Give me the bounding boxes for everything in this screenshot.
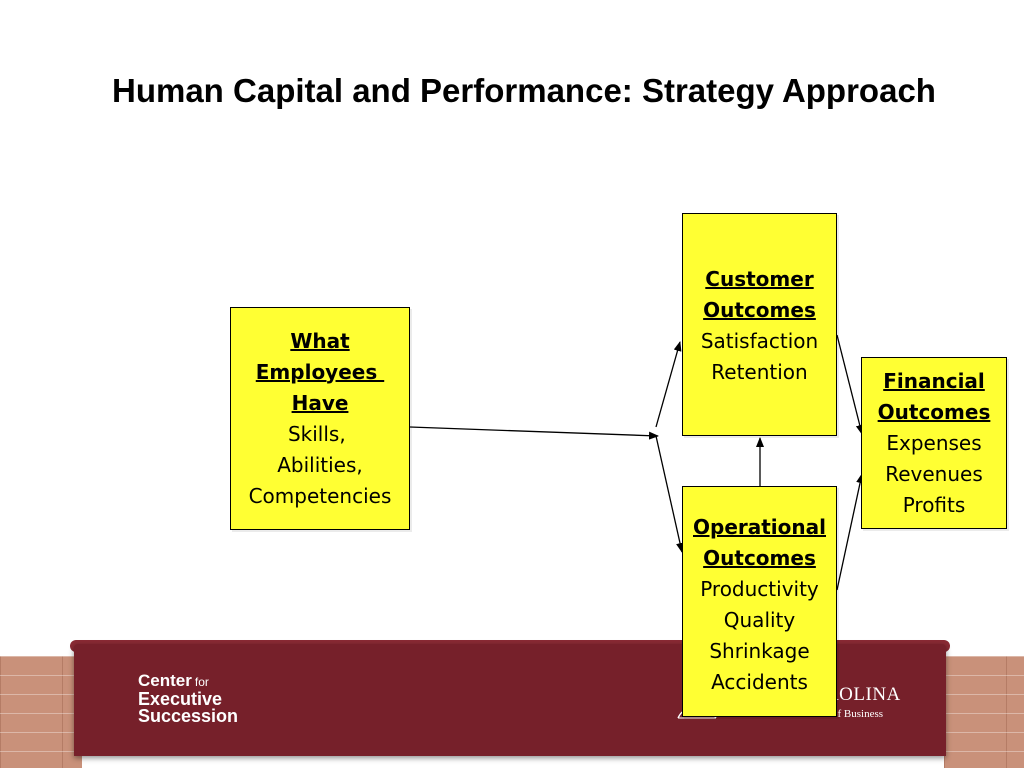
edge-employees-customer	[655, 341, 682, 428]
node-operational-outcomes: Operational Outcomes Productivity Qualit…	[682, 486, 837, 717]
logo-line-executive: Executive	[138, 689, 223, 709]
node-item: Retention	[711, 360, 808, 384]
node-item: Satisfaction	[700, 329, 819, 353]
node-item: Revenues	[885, 461, 983, 486]
node-what-employees-have: What Employees Have Skills, Abilities, C…	[230, 307, 410, 530]
node-item: Quality	[723, 608, 796, 632]
node-heading: Customer	[705, 267, 814, 291]
university-wordmark: ROLINA	[826, 684, 901, 705]
node-customer-outcomes: Customer Outcomes Satisfaction Retention	[682, 213, 837, 436]
node-financial-outcomes: Financial Outcomes Expenses Revenues Pro…	[861, 357, 1007, 529]
node-item: Profits	[902, 492, 966, 517]
node-item: Shrinkage	[709, 639, 810, 663]
connector-employees-junction	[409, 426, 659, 440]
wood-planks-left	[0, 656, 82, 768]
node-heading: Have	[291, 390, 349, 415]
node-item: Abilities,	[277, 452, 363, 477]
logo-line-for: for	[194, 675, 209, 689]
node-heading: Employees	[255, 359, 385, 384]
university-logo: ROLINA of Business	[676, 684, 906, 728]
edge-customer-financial	[836, 334, 864, 435]
node-heading: Financial	[883, 368, 985, 393]
logo-line-center: Center	[138, 671, 192, 690]
node-heading: Outcomes	[703, 546, 816, 570]
university-subtitle: of Business	[832, 708, 884, 720]
node-item: Accidents	[711, 670, 808, 694]
wood-planks-right	[944, 656, 1024, 768]
node-heading: Operational	[693, 515, 826, 539]
edge-employees-operational	[655, 435, 684, 553]
logo-line-succession: Succession	[138, 706, 239, 726]
node-item: Productivity	[700, 577, 819, 601]
node-item: Expenses	[886, 430, 982, 455]
node-item: Competencies	[248, 483, 392, 508]
node-heading: Outcomes	[877, 399, 991, 424]
slide-title: Human Capital and Performance: Strategy …	[112, 72, 936, 109]
node-item: Skills,	[287, 421, 353, 446]
edge-operational-financial	[836, 473, 865, 591]
node-heading: Outcomes	[703, 298, 816, 322]
node-heading: What	[290, 328, 350, 353]
